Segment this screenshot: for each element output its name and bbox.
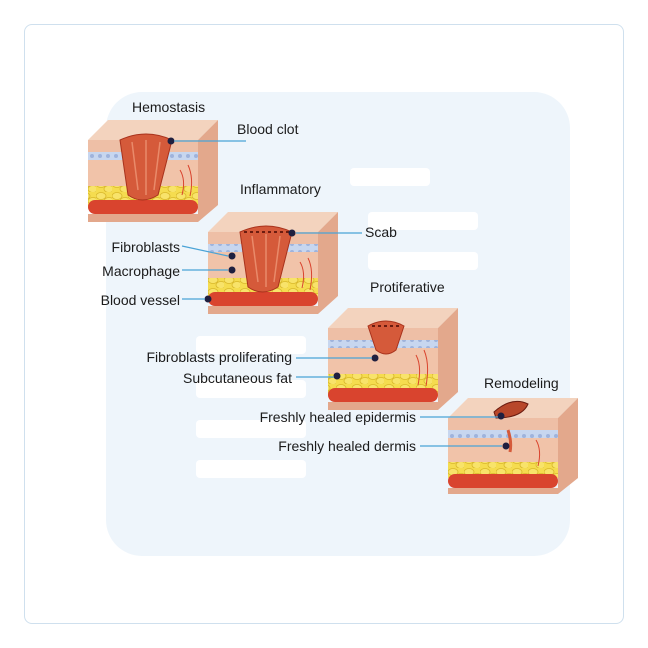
- label-subcutaneous-fat: Subcutaneous fat: [183, 370, 292, 386]
- label-fibroblasts-proliferating: Fibroblasts proliferating: [146, 349, 292, 365]
- leader-fibroblasts: [181, 245, 229, 257]
- inflammatory-block: [204, 212, 338, 314]
- remodeling-block: [448, 398, 578, 494]
- label-blood-vessel: Blood vessel: [100, 292, 180, 308]
- decor-bar: [196, 420, 306, 438]
- label-freshly-healed-dermis: Freshly healed dermis: [278, 438, 416, 454]
- stage-title-remodeling: Remodeling: [484, 375, 559, 391]
- decor-bar: [350, 168, 430, 186]
- decor-bar: [196, 336, 306, 354]
- label-macrophage: Macrophage: [102, 263, 180, 279]
- stage-title-proliferative: Protiferative: [370, 279, 445, 295]
- decor-bar: [196, 460, 306, 478]
- stage-title-hemostasis: Hemostasis: [132, 99, 206, 115]
- label-fibroblasts: Fibroblasts: [111, 239, 180, 255]
- hemostasis-block: [88, 120, 218, 222]
- decor-bar: [196, 380, 306, 398]
- stage-title-inflammatory: Inflammatory: [240, 181, 321, 197]
- proliferative-block: [328, 308, 458, 410]
- decor-bar: [368, 252, 478, 270]
- label-blood-clot: Blood clot: [237, 121, 299, 137]
- label-freshly-healed-epidermis: Freshly healed epidermis: [259, 409, 416, 425]
- decor-bar: [368, 212, 478, 230]
- label-scab: Scab: [365, 224, 397, 240]
